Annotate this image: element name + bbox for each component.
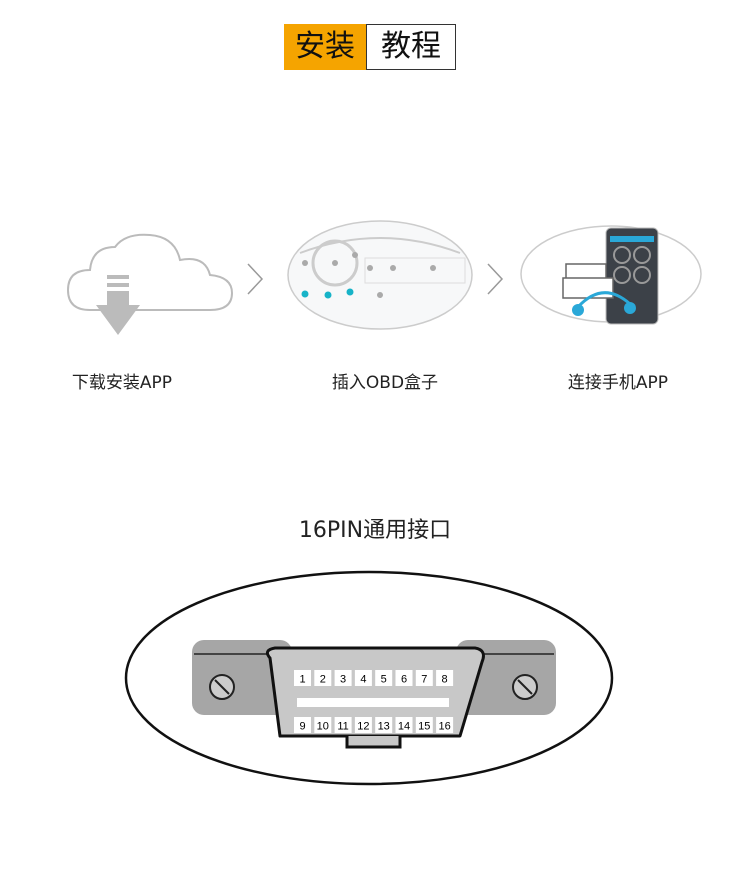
pin-number: 2 [320, 674, 326, 686]
pin-box [436, 717, 454, 733]
pin-number: 6 [401, 674, 407, 686]
chevron-right-icon [247, 263, 264, 295]
pin-box [334, 717, 352, 733]
pin-box [294, 717, 311, 733]
chevron-right-icon [487, 263, 504, 295]
pin-number: 7 [421, 674, 427, 686]
screw-icon [512, 674, 538, 700]
pin-box [314, 670, 332, 686]
step-label-plug: 插入OBD盒子 [331, 373, 439, 393]
screw-icon [209, 674, 235, 700]
pin-box [354, 717, 372, 733]
pin-number: 15 [418, 721, 430, 733]
pin-box [415, 717, 433, 733]
pin-box [436, 670, 454, 686]
title-highlight: 安装 [284, 24, 366, 70]
pin-box [415, 670, 433, 686]
pin-number: 11 [337, 721, 348, 733]
pin-number: 10 [317, 721, 329, 733]
pin-box [395, 717, 413, 733]
pin-box [314, 717, 332, 733]
pin-box [395, 670, 413, 686]
pin-number: 4 [360, 674, 366, 686]
pin-number: 9 [299, 721, 305, 733]
pin-box [354, 670, 372, 686]
pin-number: 5 [381, 674, 387, 686]
pin-number: 12 [357, 721, 369, 733]
pin-number: 14 [398, 721, 410, 733]
step-label-download: 下载安装APP [71, 373, 173, 393]
step-label-connect: 连接手机APP [567, 373, 669, 393]
pin-number: 3 [340, 674, 346, 686]
connector-title: 16PIN通用接口 [298, 518, 452, 543]
pin-box [294, 670, 311, 686]
cloud-download-icon [66, 233, 234, 335]
title-rest: 教程 [366, 24, 456, 70]
car-dashboard-icon [287, 220, 473, 330]
pin-box [334, 670, 352, 686]
pin-number: 8 [442, 674, 448, 686]
pin-box [375, 670, 393, 686]
phone-obd-icon [520, 225, 702, 325]
pin-number: 1 [299, 674, 305, 686]
pin-number: 16 [438, 721, 450, 733]
pin-number: 13 [378, 721, 390, 733]
pin-box [375, 717, 393, 733]
